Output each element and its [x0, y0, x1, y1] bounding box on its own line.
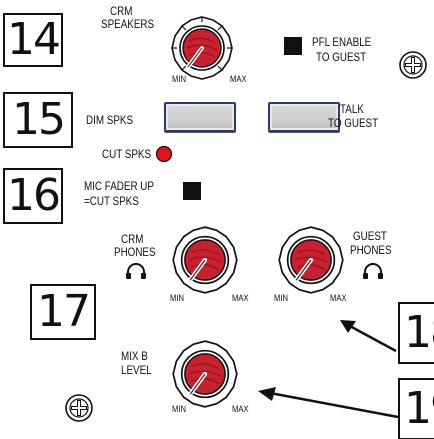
- knob-icon: [173, 227, 237, 293]
- crm-phones-max: MAX: [232, 294, 249, 303]
- mix-b-label-line2: LEVEL: [121, 364, 152, 376]
- crm-speakers-max: MAX: [230, 75, 247, 84]
- dim-spks-button[interactable]: [164, 102, 236, 132]
- crm-phones-knob[interactable]: [170, 225, 240, 295]
- crm-phones-label-line2: PHONES: [114, 246, 156, 258]
- guest-phones-max: MAX: [330, 294, 347, 303]
- talk-to-guest-label-line2: TO GUEST: [328, 117, 378, 129]
- mic-fader-label-line1: MIC FADER UP: [84, 180, 154, 192]
- section-label-18: 18: [398, 302, 434, 364]
- crm-phones-min: MIN: [170, 294, 184, 303]
- mix-b-min: MIN: [172, 405, 186, 414]
- crm-speakers-knob[interactable]: [169, 15, 235, 81]
- screw-icon: [398, 50, 428, 80]
- guest-phones-knob[interactable]: [276, 225, 346, 295]
- guest-phones-headphones: [362, 262, 384, 280]
- talk-to-guest-label-line1: TALK: [340, 103, 364, 115]
- crm-speakers-min: MIN: [172, 75, 186, 84]
- knob-icon: [172, 17, 232, 79]
- section-label-19: 19: [398, 378, 434, 439]
- mix-b-knob[interactable]: [170, 339, 240, 409]
- knob-icon: [279, 227, 343, 293]
- guest-phones-min: MIN: [274, 294, 288, 303]
- pfl-enable-button[interactable]: [284, 37, 302, 55]
- headphones-icon: [126, 264, 146, 279]
- crm-phones-label-line1: CRM: [121, 233, 143, 245]
- mix-b-label-line1: MIX B: [121, 350, 148, 362]
- section-label-15: 15: [3, 92, 73, 148]
- cut-spks-led: [155, 145, 173, 163]
- crm-speakers-label-line1: CRM: [110, 5, 132, 17]
- section-label-16: 16: [3, 168, 63, 224]
- mic-fader-label-line2: =CUT SPKS: [84, 195, 139, 207]
- headphones-icon: [363, 264, 383, 279]
- screw-icon: [64, 393, 94, 423]
- dim-spks-label: DIM SPKS: [86, 114, 133, 126]
- arrow-icon: [338, 315, 398, 355]
- mic-fader-cut-button[interactable]: [183, 182, 201, 200]
- led-icon: [157, 147, 172, 162]
- section-label-14: 14: [3, 13, 63, 67]
- arrow-icon: [256, 385, 400, 421]
- pfl-enable-label-line2: TO GUEST: [316, 51, 366, 63]
- knob-icon: [173, 341, 237, 407]
- cut-spks-label: CUT SPKS: [102, 148, 151, 160]
- pfl-enable-label-line1: PFL ENABLE: [312, 36, 371, 48]
- crm-speakers-label-line2: SPEAKERS: [101, 18, 154, 30]
- mix-b-max: MAX: [232, 405, 249, 414]
- guest-phones-label-line1: GUEST: [353, 230, 387, 242]
- guest-phones-label-line2: PHONES: [350, 244, 392, 256]
- crm-phones-headphones: [125, 262, 147, 280]
- section-label-17: 17: [30, 284, 96, 340]
